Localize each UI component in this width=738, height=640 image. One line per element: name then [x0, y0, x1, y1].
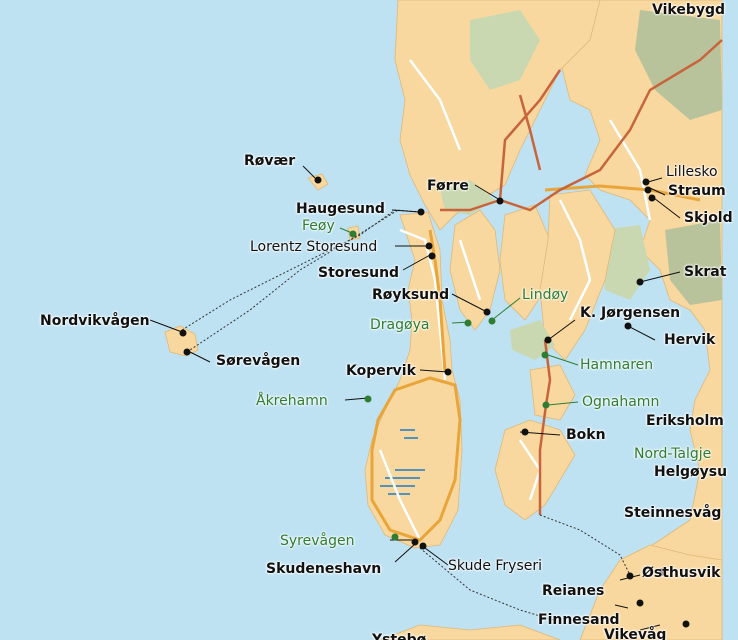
mountain-ne [635, 10, 722, 120]
label-rovaer: Røvær [244, 153, 296, 169]
label-forre: Førre [427, 178, 469, 194]
label-vikebygd: Vikebygd [652, 2, 726, 18]
label-royksund: Røyksund [372, 287, 450, 303]
utsira-island [164, 325, 199, 357]
label-straum: Straum [668, 183, 726, 199]
label-lillesko: Lillesko [666, 164, 718, 180]
label-akrehamn: Åkrehamn [256, 393, 328, 409]
dot-vikevag[interactable] [682, 620, 690, 628]
label-hamnaren: Hamnaren [580, 357, 654, 373]
label-nordvikvagen: Nordvikvågen [40, 313, 150, 329]
dot-royksund[interactable] [483, 308, 491, 316]
forest-north [470, 10, 540, 90]
island-central-1 [449, 209, 501, 331]
leader-lines-green [339, 227, 579, 406]
label-ognahamn: Ognahamn [582, 394, 660, 410]
dot-bokn[interactable] [521, 428, 529, 436]
label-lindoy: Lindøy [522, 287, 569, 303]
dot-k-jorgensen[interactable] [544, 336, 552, 344]
dot-reianes[interactable] [626, 572, 634, 580]
leader-lines [149, 165, 681, 631]
label-osthusvik: Østhusvik [642, 565, 721, 581]
label-steinnesvag: Steinnesvåg [624, 505, 722, 521]
dot-sorevagen[interactable] [183, 348, 191, 356]
dot-kopervik[interactable] [444, 368, 452, 376]
label-finnesand: Finnesand [538, 612, 620, 628]
dot-haugesund[interactable] [417, 208, 425, 216]
label-skude-fryseri: Skude Fryseri [448, 558, 543, 574]
dot-hamnaren[interactable] [541, 351, 549, 359]
mountain-e [665, 220, 722, 305]
dot-skjold[interactable] [648, 194, 656, 202]
dot-lorentz-storesund[interactable] [425, 242, 433, 250]
label-skrat: Skrat [684, 264, 727, 280]
dot-rovaer[interactable] [314, 176, 322, 184]
label-bokn: Bokn [566, 427, 606, 443]
label-nord-talgje: Nord-Talgje [634, 446, 712, 462]
dot-skudeneshavn[interactable] [411, 538, 419, 546]
forest-central [510, 320, 555, 360]
label-helgoysund: Helgøysu [654, 464, 728, 480]
label-k-jorgensen: K. Jørgensen [580, 305, 681, 321]
place-dots [179, 176, 690, 628]
dot-nordvikvagen[interactable] [179, 329, 187, 337]
south-west-land [379, 624, 561, 640]
south-mainland [579, 544, 723, 640]
route [440, 39, 723, 515]
dot-dragoya[interactable] [464, 319, 472, 327]
label-storesund: Storesund [318, 265, 400, 281]
dot-storesund[interactable] [428, 252, 436, 260]
label-sorevagen: Sørevågen [216, 353, 301, 369]
main-road [370, 184, 701, 542]
bokn-island [494, 419, 576, 521]
label-vikevag: Vikevåg [604, 627, 667, 640]
dot-syrevagen[interactable] [391, 533, 399, 541]
label-ytstebo: Ystebø [372, 632, 427, 640]
label-lorentz-storesund: Lorentz Storesund [250, 239, 378, 255]
dot-skude-fryseri[interactable] [419, 542, 427, 550]
dot-lindoy[interactable] [488, 317, 496, 325]
dot-lillesko[interactable] [642, 178, 650, 186]
label-dragoya: Dragøya [370, 317, 430, 333]
label-feoy: Feøy [302, 218, 335, 234]
dot-skrat[interactable] [636, 278, 644, 286]
label-kopervik: Kopervik [346, 363, 416, 379]
label-syrevagen: Syrevågen [280, 533, 355, 549]
label-haugesund: Haugesund [296, 201, 385, 217]
island-central-2 [499, 204, 551, 321]
dot-ognahamn[interactable] [542, 401, 550, 409]
label-skjold: Skjold [684, 210, 733, 226]
dot-feoy[interactable] [349, 230, 357, 238]
dot-hervik[interactable] [624, 322, 632, 330]
dot-forre[interactable] [496, 197, 504, 205]
dot-osthusvik[interactable] [658, 568, 666, 576]
bokn-north [529, 364, 576, 421]
dot-finnesand[interactable] [636, 599, 644, 607]
label-skudeneshavn: Skudeneshavn [266, 561, 382, 577]
label-reianes: Reianes [542, 583, 605, 599]
dot-straum[interactable] [644, 186, 652, 194]
label-hervik: Hervik [664, 332, 716, 348]
island-central-3 [539, 189, 616, 361]
dot-akrehamn[interactable] [364, 395, 372, 403]
label-eriksholm: Eriksholm [646, 413, 724, 429]
